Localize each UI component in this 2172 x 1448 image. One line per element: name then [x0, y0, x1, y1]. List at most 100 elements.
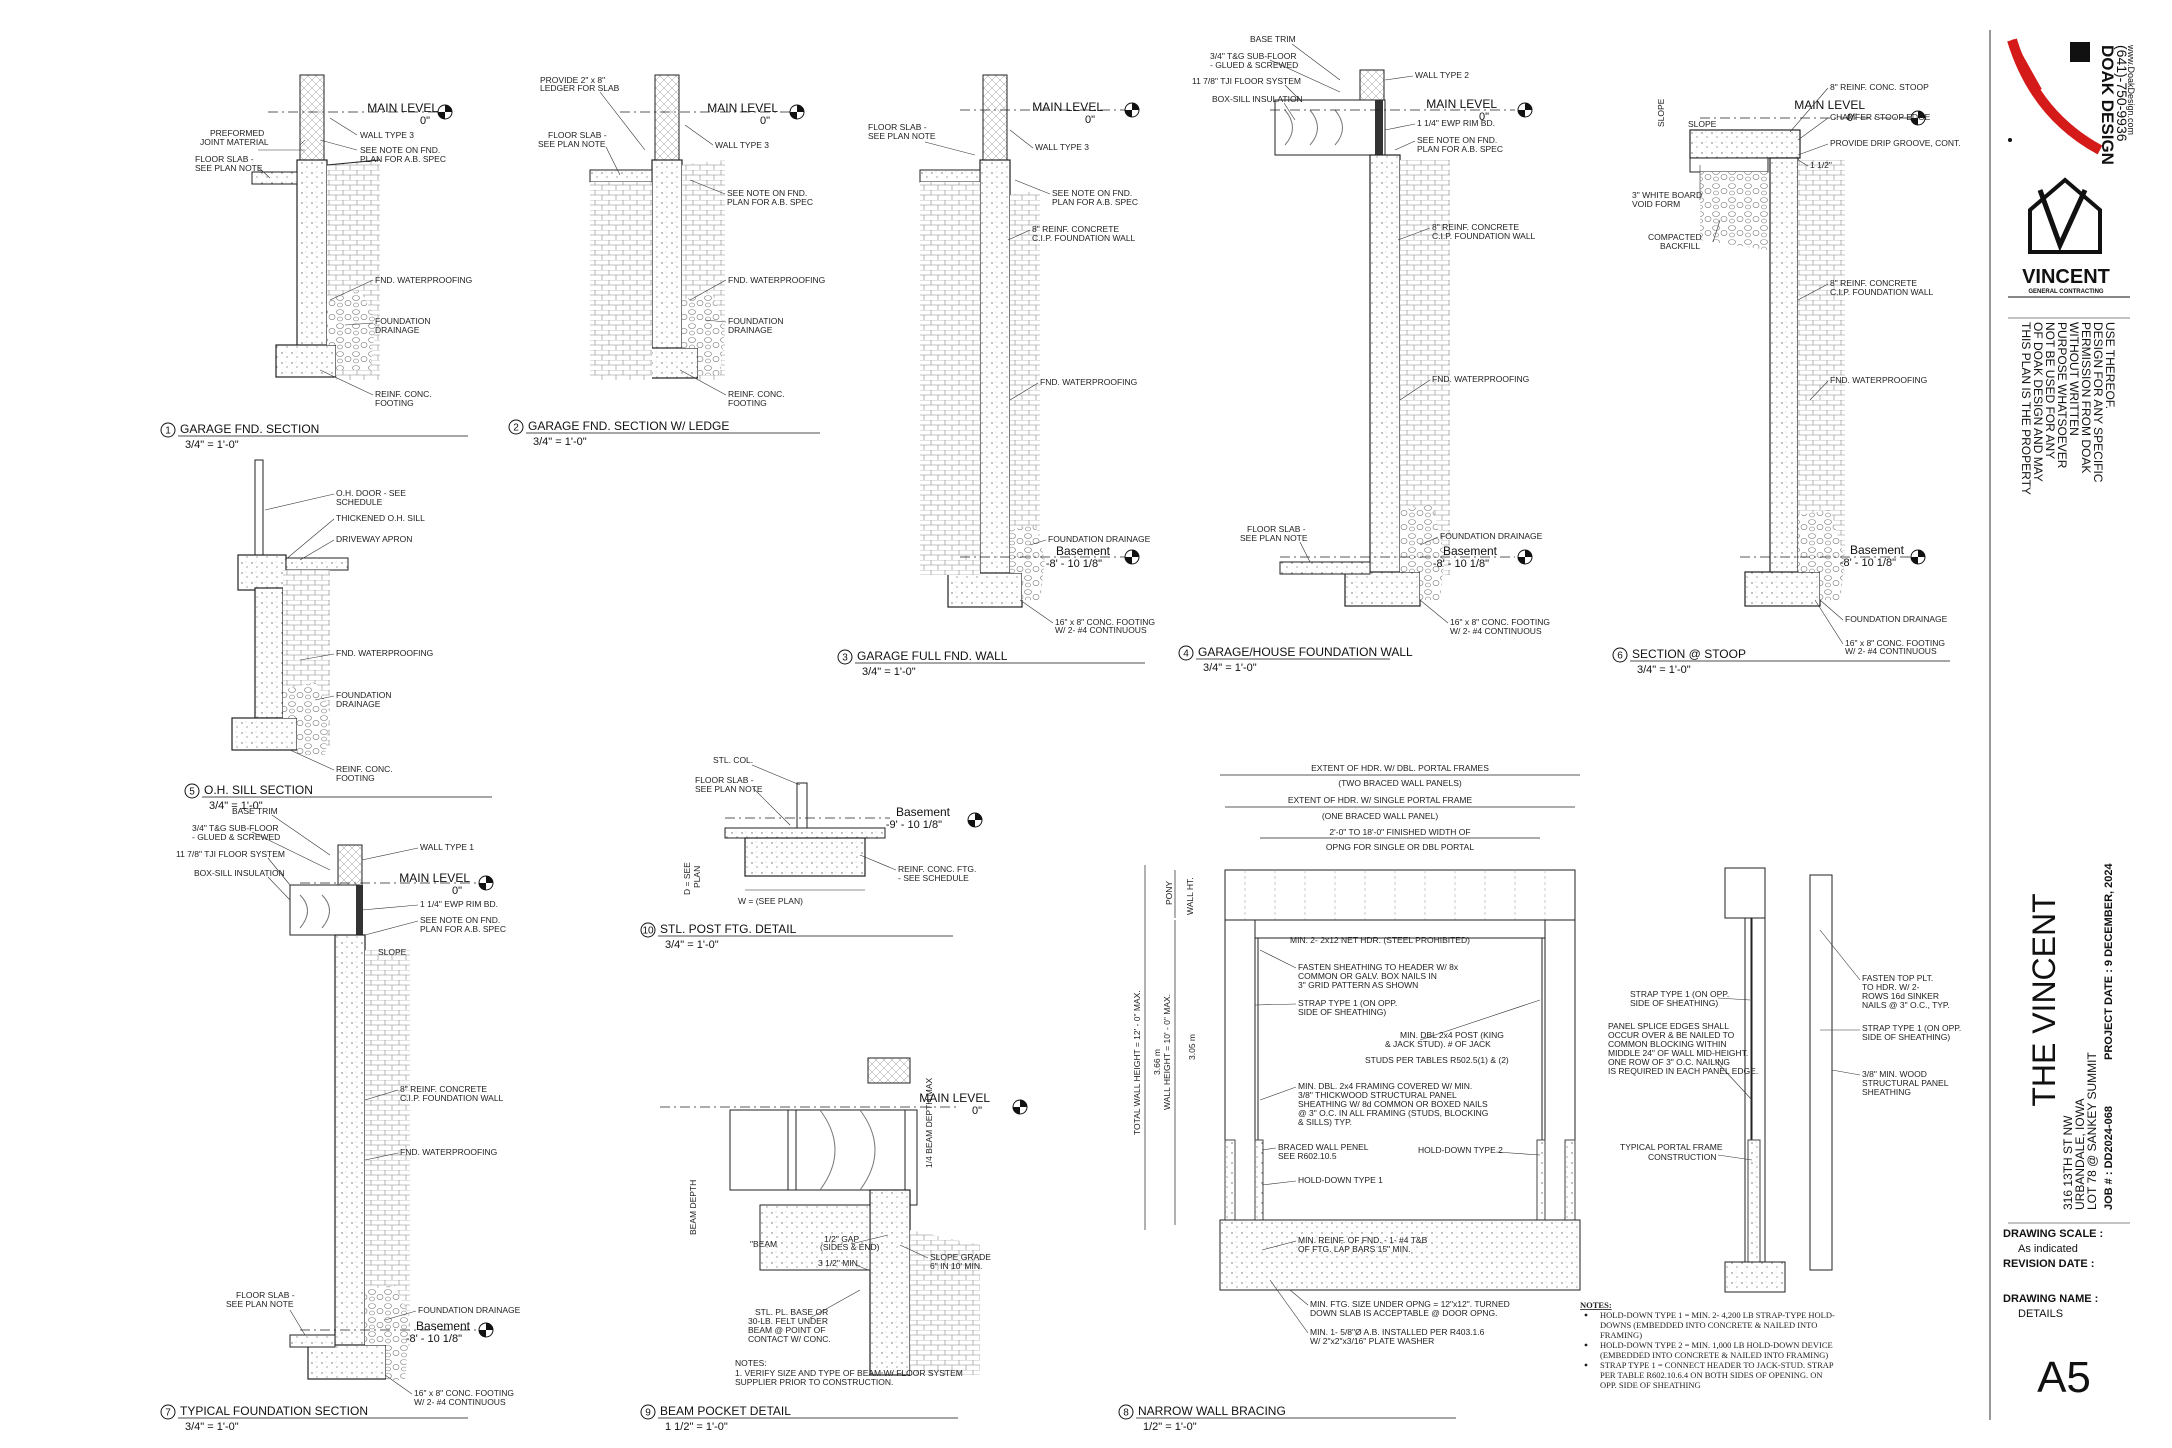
note-label: D = SEE	[682, 862, 692, 895]
note-label: WALL TYPE 1	[420, 842, 474, 852]
detail-number-bubble	[160, 1404, 176, 1420]
note-label: ONE ROW OF 3" O.C. NAILING	[1608, 1057, 1730, 1067]
note-label: STRAP TYPE 1 (ON OPP.	[1630, 989, 1729, 999]
note-label: FND. WATERPROOFING	[336, 648, 433, 658]
note-bullet	[1584, 1313, 1588, 1317]
leader-line	[751, 764, 801, 786]
leader-line	[1717, 997, 1751, 1001]
note-label: BOX-SILL INSULATION	[1212, 94, 1303, 104]
note-label: FOOTING	[375, 398, 414, 408]
note-label: DRAINAGE	[728, 325, 773, 335]
detail-title: GARAGE FND. SECTION	[180, 422, 319, 436]
note-label: & SILLS) TYP.	[1298, 1117, 1352, 1127]
leader-line	[1009, 382, 1039, 401]
level-name: MAIN LEVEL	[1032, 100, 1103, 114]
leader-line	[1819, 929, 1861, 981]
leader-line	[1399, 379, 1431, 401]
note-label: FOOTING	[728, 398, 767, 408]
note-label: 3" GRID PATTERN AS SHOWN	[1298, 980, 1418, 990]
detail-number: 7	[165, 1408, 171, 1419]
leader-line	[599, 91, 646, 151]
leader-line	[689, 279, 727, 301]
leader-line	[1014, 179, 1051, 195]
note-label: SEE PLAN NOTE	[868, 131, 936, 141]
leader-line	[299, 653, 335, 661]
note-label: 8" REINF. CONCRETE	[400, 1084, 487, 1094]
note-label: VOID FORM	[1632, 199, 1680, 209]
note-label: TOTAL WALL HEIGHT = 12' - 0" MAX.	[1132, 990, 1142, 1135]
note-label: - GLUED & SCREWED	[1210, 60, 1298, 70]
detail-number-bubble	[1178, 645, 1194, 661]
detail-scale: 1 1/2" = 1'-0"	[665, 1421, 728, 1433]
level-name: Basement	[1850, 543, 1905, 557]
leader-line	[1789, 87, 1829, 133]
detail-title: GARAGE/HOUSE FOUNDATION WALL	[1198, 645, 1413, 659]
note-label: 1 1/4" EWP RIM BD.	[1417, 118, 1495, 128]
detail-1-garage-fnd-section	[251, 74, 453, 380]
leader-line	[289, 1309, 306, 1336]
project-name: THE VINCENT	[2026, 893, 2062, 1106]
note-label: FLOOR SLAB -	[868, 122, 927, 132]
disclaimer-line: NOT BE USED FOR ANY	[2043, 322, 2057, 459]
note-label: SEE NOTE ON FND.	[1417, 135, 1497, 145]
leader-line	[605, 146, 621, 176]
detail-scale: 3/4" = 1'-0"	[209, 800, 263, 812]
note-label: IS REQUIRED IN EACH PANEL EDGE.	[1608, 1066, 1758, 1076]
note-label: 8" REINF. CONCRETE	[1830, 278, 1917, 288]
leader-line	[809, 1289, 861, 1319]
leader-line	[1797, 159, 1809, 167]
leader-line	[1261, 1147, 1277, 1151]
leader-line	[679, 369, 727, 396]
drawing-scale-label: DRAWING SCALE :	[2003, 1228, 2103, 1240]
leader-line	[267, 876, 291, 901]
detail-title: GARAGE FULL FND. WALL	[857, 649, 1008, 663]
detail-title: GARAGE FND. SECTION W/ LEDGE	[528, 419, 729, 433]
note-label: HOLD-DOWN TYPE 2	[1418, 1145, 1503, 1155]
note-bullet	[1584, 1363, 1588, 1367]
leader-line	[1289, 1289, 1309, 1306]
revision-date-label: REVISION DATE :	[2003, 1258, 2094, 1270]
leader-line	[1495, 1151, 1541, 1156]
leader-line	[1283, 102, 1296, 121]
leader-line	[319, 369, 374, 396]
note-label: DOWN SLAB IS ACCEPTABLE @ DOOR OPNG.	[1310, 1308, 1497, 1318]
note-label: REINF. CONC.	[728, 389, 785, 399]
note-label: SEE PLAN NOTE	[1240, 533, 1308, 543]
level-name: Basement	[416, 1319, 471, 1333]
note-label: THICKENED O.H. SILL	[336, 513, 425, 523]
note-label: WALL TYPE 3	[715, 140, 769, 150]
detail-number-bubble	[1118, 1404, 1134, 1420]
detail-3-garage-full-fnd-wall	[919, 74, 1140, 608]
note-label: WALL TYPE 3	[1035, 142, 1089, 152]
note-label: TYPICAL PORTAL FRAME	[1620, 1142, 1723, 1152]
job-number: JOB # : DD2024-068	[2103, 1106, 2115, 1210]
note-label: 16" x 8" CONC. FOOTING	[414, 1388, 514, 1398]
note-label: DRIVEWAY APRON	[336, 534, 412, 544]
detail-scale: 3/4" = 1'-0"	[1203, 662, 1257, 674]
sheet-number: A5	[2037, 1353, 2091, 1402]
note-label: STL. COL.	[713, 755, 753, 765]
note-label: REINF. CONC.	[336, 764, 393, 774]
note-label: FOUNDATION	[728, 316, 784, 326]
note-label: SEE NOTE ON FND.	[360, 145, 440, 155]
note-label: PROVIDE DRIP GROOVE, CONT.	[1830, 138, 1961, 148]
note-label: FND. WATERPROOFING	[375, 275, 472, 285]
note-label: SIDE OF SHEATHING)	[1862, 1032, 1950, 1042]
note-label: SEE PLAN NOTE	[226, 1299, 294, 1309]
general-note: DOWNS (EMBEDDED INTO CONCRETE & NAILED I…	[1600, 1320, 1817, 1330]
note-label: EXTENT OF HDR. W/ DBL. PORTAL FRAMES	[1311, 763, 1489, 773]
note-label: O.H. DOOR - SEE	[336, 488, 406, 498]
leader-line	[752, 787, 791, 826]
client-logo-name: VINCENT	[2022, 266, 2110, 288]
general-note: HOLD-DOWN TYPE 1 = MIN. 2- 4,200 LB STRA…	[1600, 1310, 1835, 1320]
note-label: FOUNDATION DRAINAGE	[1048, 534, 1151, 544]
general-note: PER TABLE R602.10.6.4 ON BOTH SIDES OF O…	[1600, 1370, 1823, 1380]
note-label: 8" REINF. CONCRETE	[1032, 224, 1119, 234]
note-label: FOUNDATION DRAINAGE	[418, 1305, 521, 1315]
detail-2-garage-fnd-section-ledger	[589, 74, 805, 380]
leader-line	[289, 749, 335, 771]
note-label: BEAM @ POINT OF	[748, 1325, 825, 1335]
level-elevation: 0"	[1847, 112, 1857, 124]
disclaimer-line: DESIGN FOR ANY SPECIFIC	[2091, 322, 2105, 483]
leader-line	[684, 124, 714, 146]
